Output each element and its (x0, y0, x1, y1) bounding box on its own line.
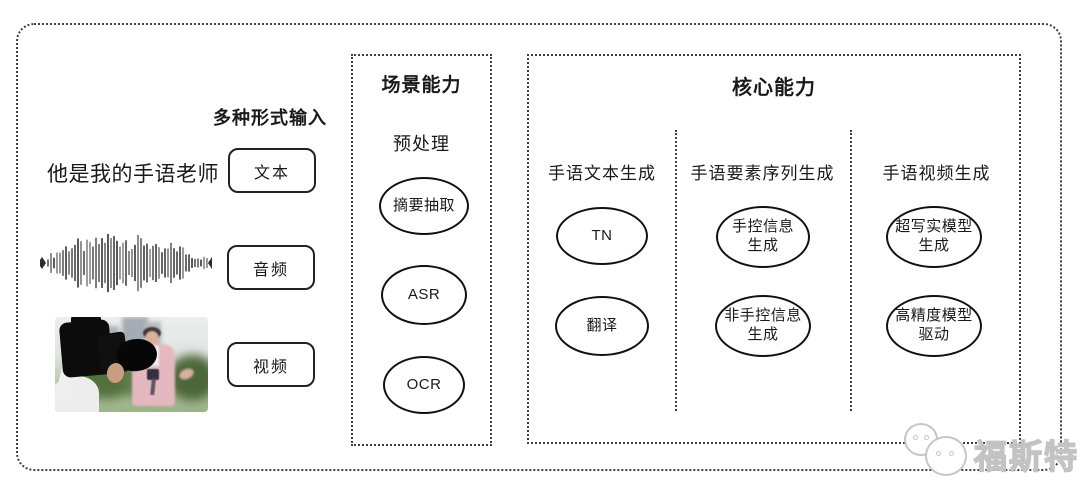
watermark-text: 福斯特 (973, 437, 1079, 475)
bubble-eye (936, 451, 941, 456)
column-header-sign-video-generation: 手语视频生成 (882, 164, 991, 183)
column-header-sign-element-sequence-generation: 手语要素序列生成 (690, 164, 835, 183)
chat-bubbles-logo-icon (898, 416, 974, 476)
column-divider (850, 130, 852, 411)
bubble-eye (924, 435, 929, 440)
node-manual-info-generation: 手控信息 生成 (716, 206, 810, 268)
node-asr-label: ASR (407, 285, 441, 303)
node-non-manual-info-generation-label: 非手控信息 生成 (724, 307, 802, 343)
bubble-eye (913, 435, 918, 440)
node-ocr-label: OCR (406, 375, 442, 393)
outer-frame (16, 23, 1062, 471)
node-translation-label: 翻译 (586, 316, 618, 334)
microphone-flag (147, 369, 159, 380)
video-thumbnail (55, 317, 208, 412)
input-node-text-label: 文本 (253, 164, 290, 182)
watermark: 福斯特 (898, 416, 1078, 476)
node-non-manual-info-generation: 非手控信息 生成 (715, 295, 811, 357)
audio-waveform-graphic (40, 233, 212, 293)
node-ocr: OCR (383, 356, 465, 414)
core-capability-panel: 核心能力 手语文本生成 手语要素序列生成 手语视频生成 TN 翻译 手控信息 生… (527, 54, 1021, 444)
node-tn: TN (556, 207, 648, 265)
node-tn-label: TN (591, 226, 613, 244)
node-asr: ASR (381, 265, 467, 325)
scene-panel-title: 场景能力 (381, 75, 462, 96)
node-high-precision-model-driving: 高精度模型 驱动 (886, 295, 982, 357)
node-manual-info-generation-label: 手控信息 生成 (731, 218, 794, 254)
input-node-audio: 音频 (227, 245, 315, 290)
input-section-heading: 多种形式输入 (213, 108, 327, 128)
column-divider (675, 130, 677, 411)
node-hyperrealistic-model-generation: 超写实模型 生成 (886, 206, 982, 268)
bubble-eye (949, 451, 954, 456)
node-summary-extraction: 摘要抽取 (379, 177, 469, 235)
core-panel-title: 核心能力 (732, 77, 816, 99)
scene-capability-panel: 场景能力 预处理 摘要抽取 ASR OCR (351, 54, 492, 446)
input-node-audio-label: 音频 (252, 261, 289, 279)
preprocessing-label: 预处理 (393, 134, 450, 154)
node-high-precision-model-driving-label: 高精度模型 驱动 (895, 307, 973, 343)
node-summary-extraction-label: 摘要抽取 (392, 196, 455, 214)
chat-bubble-icon (925, 436, 967, 476)
input-node-video-label: 视频 (252, 358, 289, 376)
column-header-sign-text-generation: 手语文本生成 (548, 164, 656, 183)
input-node-video: 视频 (227, 342, 315, 387)
node-translation: 翻译 (555, 296, 649, 356)
sample-sentence: 他是我的手语老师 (47, 163, 219, 186)
node-hyperrealistic-model-generation-label: 超写实模型 生成 (895, 218, 973, 254)
input-node-text: 文本 (228, 148, 316, 193)
